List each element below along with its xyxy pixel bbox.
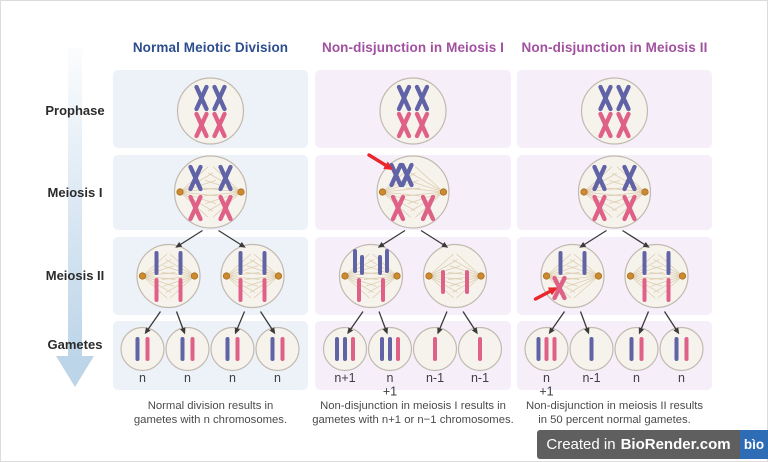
row-label-meiosis1: Meiosis I [47,185,103,200]
caption-line: Non-disjunction in meiosis I results in [320,400,506,412]
caption-nondisjunction-meiosis1: Non-disjunction in meiosis I results in … [310,399,516,427]
caption-nondisjunction-meiosis2: Non-disjunction in meiosis II results in… [512,399,717,427]
caption-line: gametes with n chromosomes. [133,414,288,426]
biorender-badge[interactable]: Created in BioRender.com bìo [537,430,768,459]
timeline-arrow-bar [68,48,82,357]
panel-prophase-col2 [315,70,511,148]
panel-gametes-col3 [517,321,712,390]
caption-line: in 50 percent normal gametes. [538,414,691,426]
panel-meiosis2-col2 [315,237,511,315]
panel-meiosis1-col2 [315,155,511,230]
row-label-meiosis2: Meiosis II [45,268,105,283]
timeline-arrow-head [56,356,94,387]
caption-line: gametes with n+1 or n−1 chromosomes. [312,414,514,426]
row-label-gametes: Gametes [47,337,103,352]
panel-meiosis2-col1 [113,237,308,315]
column-header-normal-division: Normal Meiotic Division [132,40,289,55]
panel-gametes-col2 [315,321,511,390]
badge-prefix: Created in [546,436,616,453]
caption-line: Non-disjunction in meiosis II results [525,400,704,412]
badge-brand: BioRender.com [620,436,731,453]
column-header-nondisjunction-meiosis1: Non-disjunction in Meiosis I [321,40,505,55]
caption-normal-division: Normal division results in gametes with … [113,399,308,427]
biorender-logo-icon: bìo [740,430,768,459]
panel-gametes-col1 [113,321,308,390]
panel-meiosis2-col3 [517,237,712,315]
row-label-prophase: Prophase [45,103,105,118]
panel-prophase-col1 [113,70,308,148]
panel-meiosis1-col3 [517,155,712,230]
panel-prophase-col3 [517,70,712,148]
biorender-badge-text: Created in BioRender.com [537,430,740,459]
panel-meiosis1-col1 [113,155,308,230]
column-header-nondisjunction-meiosis2: Non-disjunction in Meiosis II [521,40,708,55]
caption-line: Normal division results in [147,400,274,412]
